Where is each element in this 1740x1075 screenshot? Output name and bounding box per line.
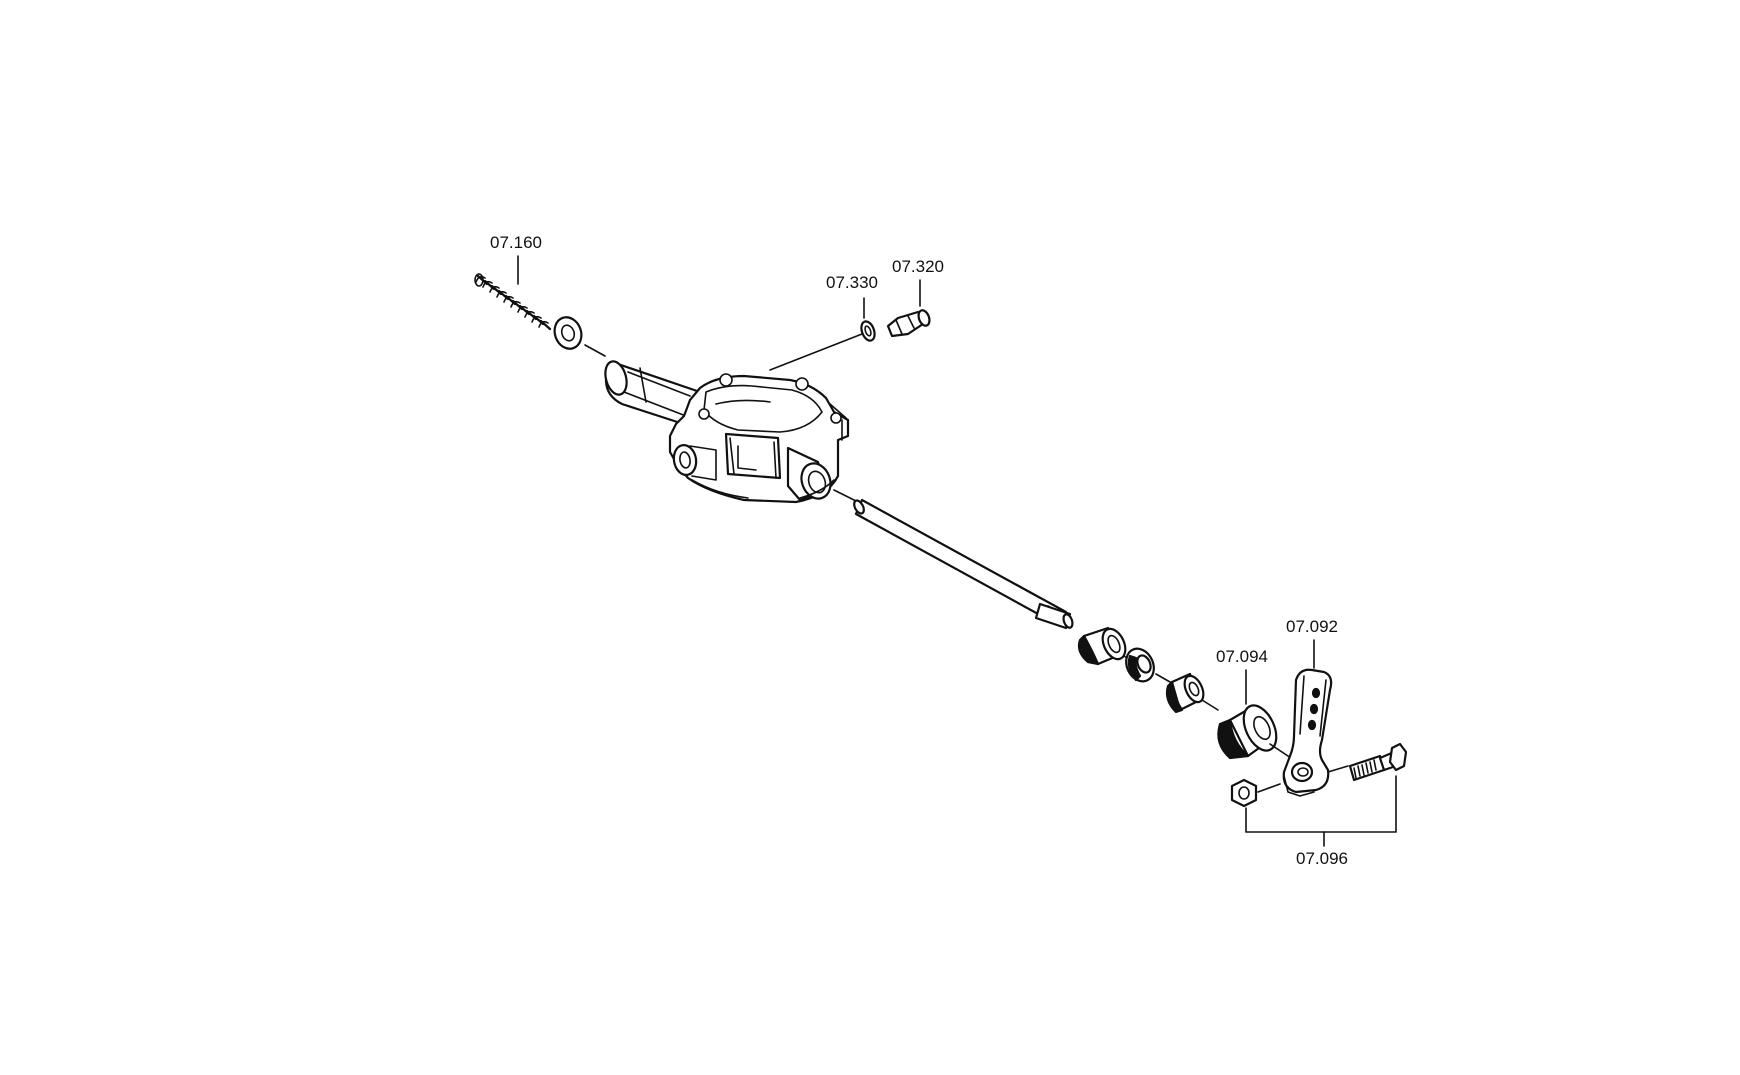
spring-part xyxy=(474,273,552,331)
plug-part xyxy=(886,309,931,338)
callout-spring: 07.160 xyxy=(490,233,542,252)
o-ring-part xyxy=(860,320,876,342)
large-bushing-part xyxy=(1217,704,1278,760)
callout-bushing: 07.094 xyxy=(1216,647,1268,666)
leader-lines xyxy=(517,255,1397,847)
axis-line xyxy=(1201,699,1219,711)
callout-screw-set: 07.096 xyxy=(1296,849,1348,868)
axis-line xyxy=(1155,673,1171,683)
washer-part xyxy=(553,316,583,350)
callout-lever: 07.092 xyxy=(1286,617,1338,636)
shaft-part xyxy=(833,489,1074,630)
bushing-2 xyxy=(1165,672,1205,714)
axis-line xyxy=(1257,783,1281,793)
axis-line xyxy=(584,344,606,357)
housing-part xyxy=(604,360,850,504)
callout-plug: 07.320 xyxy=(892,257,944,276)
ring-part xyxy=(1125,647,1155,683)
lever-part xyxy=(1282,668,1333,797)
nut-part xyxy=(1230,778,1258,808)
bushing-1 xyxy=(1077,626,1127,666)
axis-line xyxy=(769,333,863,371)
bolt-part xyxy=(1327,742,1408,782)
callout-o-ring: 07.330 xyxy=(826,273,878,292)
